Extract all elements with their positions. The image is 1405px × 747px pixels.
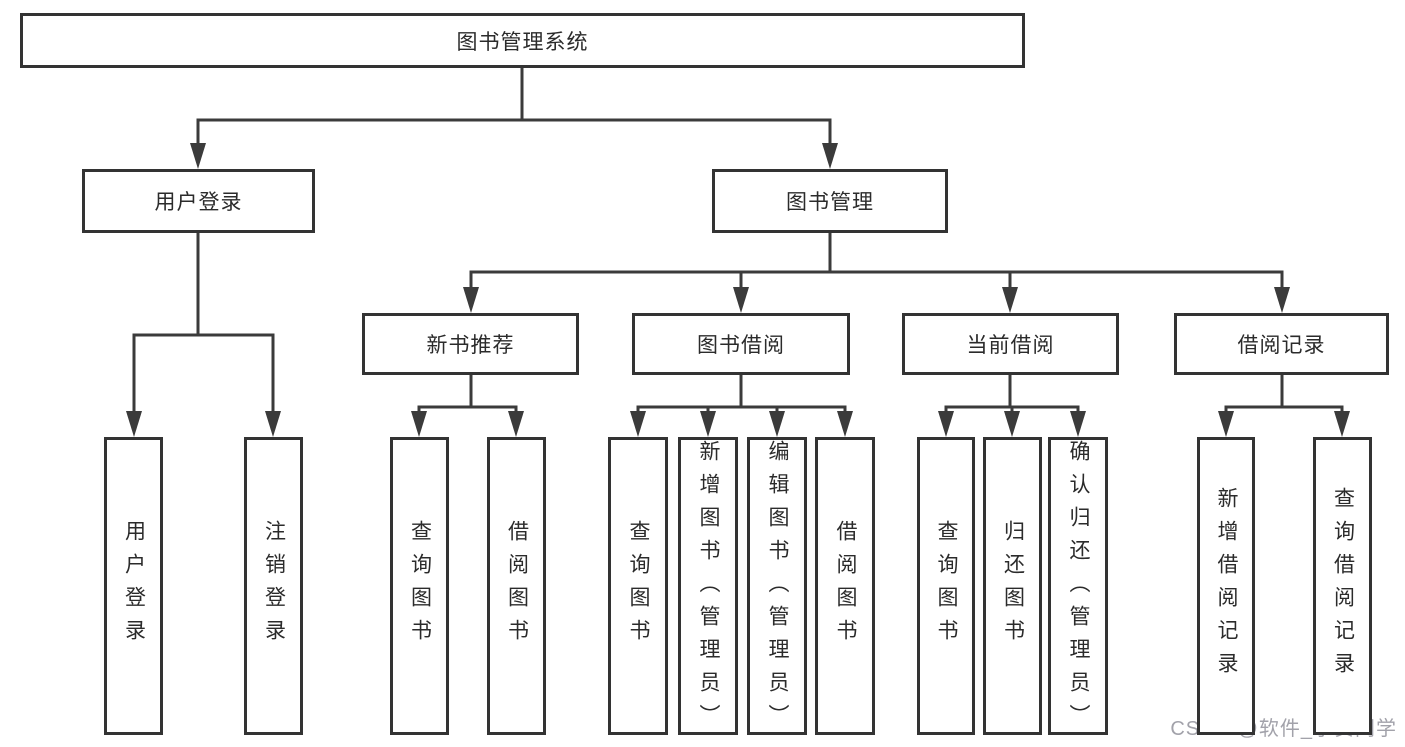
leaf-label: 借阅图书 xyxy=(834,520,857,652)
leaf-label: 借阅图书 xyxy=(505,520,529,652)
leaf-query-books-current: 查询图书 xyxy=(917,437,975,735)
leaf-confirm-return-admin: 确认归还（管理员） xyxy=(1048,437,1108,737)
node-current-borrow: 当前借阅 xyxy=(902,313,1119,375)
leaf-add-books-admin: 新增图书（管理员） xyxy=(678,437,738,737)
node-label: 图书借阅 xyxy=(697,334,785,357)
leaf-label: 查询图书 xyxy=(935,520,958,652)
leaf-label: 归还图书 xyxy=(1001,520,1025,652)
leaf-label: 新增图书（管理员） xyxy=(697,440,720,737)
leaf-label: 查询图书 xyxy=(627,520,650,652)
node-borrow-records: 借阅记录 xyxy=(1174,313,1389,375)
arrowheads xyxy=(126,143,1350,437)
leaf-label: 编辑图书（管理员） xyxy=(766,440,789,737)
leaf-label: 注销登录 xyxy=(262,520,286,652)
node-label: 图书管理系统 xyxy=(456,30,589,54)
leaf-add-borrow-record: 新增借阅记录 xyxy=(1197,437,1255,735)
leaf-label: 确认归还（管理员） xyxy=(1067,440,1090,737)
node-label: 新书推荐 xyxy=(426,334,515,357)
node-label: 借阅记录 xyxy=(1237,334,1326,357)
node-label: 当前借阅 xyxy=(966,334,1055,357)
node-book-borrow: 图书借阅 xyxy=(632,313,850,375)
leaf-query-books-recommend: 查询图书 xyxy=(390,437,449,735)
leaf-return-books: 归还图书 xyxy=(983,437,1042,735)
node-user-login: 用户登录 xyxy=(82,169,315,233)
leaf-query-borrow-record: 查询借阅记录 xyxy=(1313,437,1372,735)
leaf-label: 用户登录 xyxy=(122,520,146,652)
leaf-query-books-borrow: 查询图书 xyxy=(608,437,668,735)
leaf-label: 查询借阅记录 xyxy=(1331,487,1355,685)
node-label: 用户登录 xyxy=(154,191,243,214)
leaf-logout: 注销登录 xyxy=(244,437,303,735)
leaf-label: 查询图书 xyxy=(408,520,432,652)
node-label: 图书管理 xyxy=(786,191,874,214)
node-book-management: 图书管理 xyxy=(712,169,948,233)
leaf-user-login: 用户登录 xyxy=(104,437,163,735)
node-new-book-recommend: 新书推荐 xyxy=(362,313,579,375)
leaf-borrow-books-recommend: 借阅图书 xyxy=(487,437,546,735)
leaf-borrow-books: 借阅图书 xyxy=(815,437,875,735)
node-root-system: 图书管理系统 xyxy=(20,13,1025,68)
leaf-label: 新增借阅记录 xyxy=(1215,487,1238,685)
leaf-edit-books-admin: 编辑图书（管理员） xyxy=(747,437,807,737)
